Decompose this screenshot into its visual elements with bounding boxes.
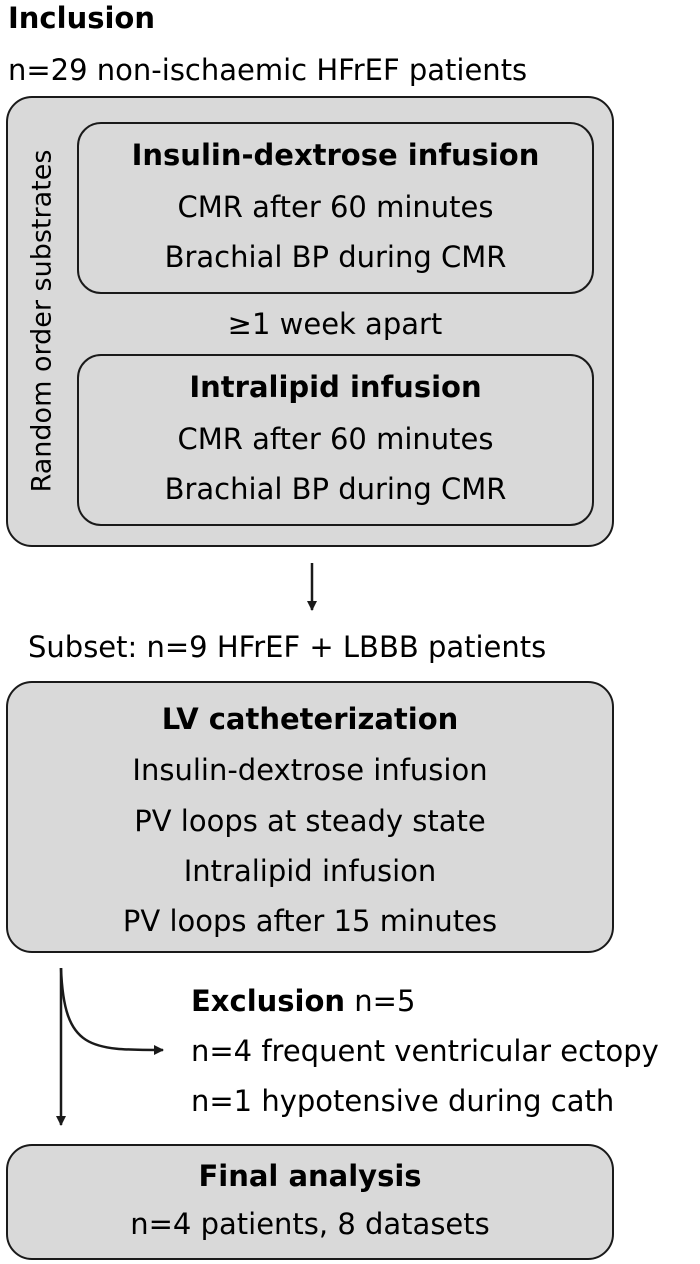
exclusion-count: n=5 xyxy=(354,984,416,1018)
intralipid-line-2: Brachial BP during CMR xyxy=(164,472,507,506)
lv-catheterization-line-2: PV loops at steady state xyxy=(134,804,486,838)
arrow-exclusion-branch xyxy=(59,967,164,1055)
insulin-dextrose-line-1: CMR after 60 minutes xyxy=(177,190,494,224)
intralipid-box: Intralipid infusion CMR after 60 minutes… xyxy=(77,354,594,526)
final-analysis-line-1: n=4 patients, 8 datasets xyxy=(130,1207,490,1241)
week-apart-label: ≥1 week apart xyxy=(227,307,443,341)
lv-catheterization-line-3: Intralipid infusion xyxy=(183,854,437,888)
insulin-dextrose-title: Insulin-dextrose infusion xyxy=(131,138,540,172)
intralipid-title: Intralipid infusion xyxy=(189,370,482,404)
insulin-dextrose-line-2: Brachial BP during CMR xyxy=(164,240,507,274)
inclusion-heading: Inclusion xyxy=(8,1,155,35)
exclusion-title: Exclusion xyxy=(191,984,346,1018)
lv-catheterization-line-1: Insulin-dextrose infusion xyxy=(132,753,488,787)
insulin-dextrose-box: Insulin-dextrose infusion CMR after 60 m… xyxy=(77,122,594,294)
lv-catheterization-box: LV catheterization Insulin-dextrose infu… xyxy=(6,681,614,953)
subset-label: Subset: n=9 HFrEF + LBBB patients xyxy=(28,630,547,664)
exclusion-reason-1: n=4 frequent ventricular ectopy xyxy=(191,1034,659,1068)
lv-catheterization-title: LV catheterization xyxy=(161,702,459,736)
exclusion-reason-2: n=1 hypotensive during cath xyxy=(191,1084,615,1118)
lv-catheterization-line-4: PV loops after 15 minutes xyxy=(122,904,498,938)
final-analysis-box: Final analysis n=4 patients, 8 datasets xyxy=(6,1144,614,1260)
final-analysis-title: Final analysis xyxy=(198,1159,422,1193)
inclusion-subtitle: n=29 non-ischaemic HFrEF patients xyxy=(8,53,528,87)
exclusion-header: Exclusion n=5 xyxy=(191,987,415,1016)
intralipid-line-1: CMR after 60 minutes xyxy=(177,422,494,456)
